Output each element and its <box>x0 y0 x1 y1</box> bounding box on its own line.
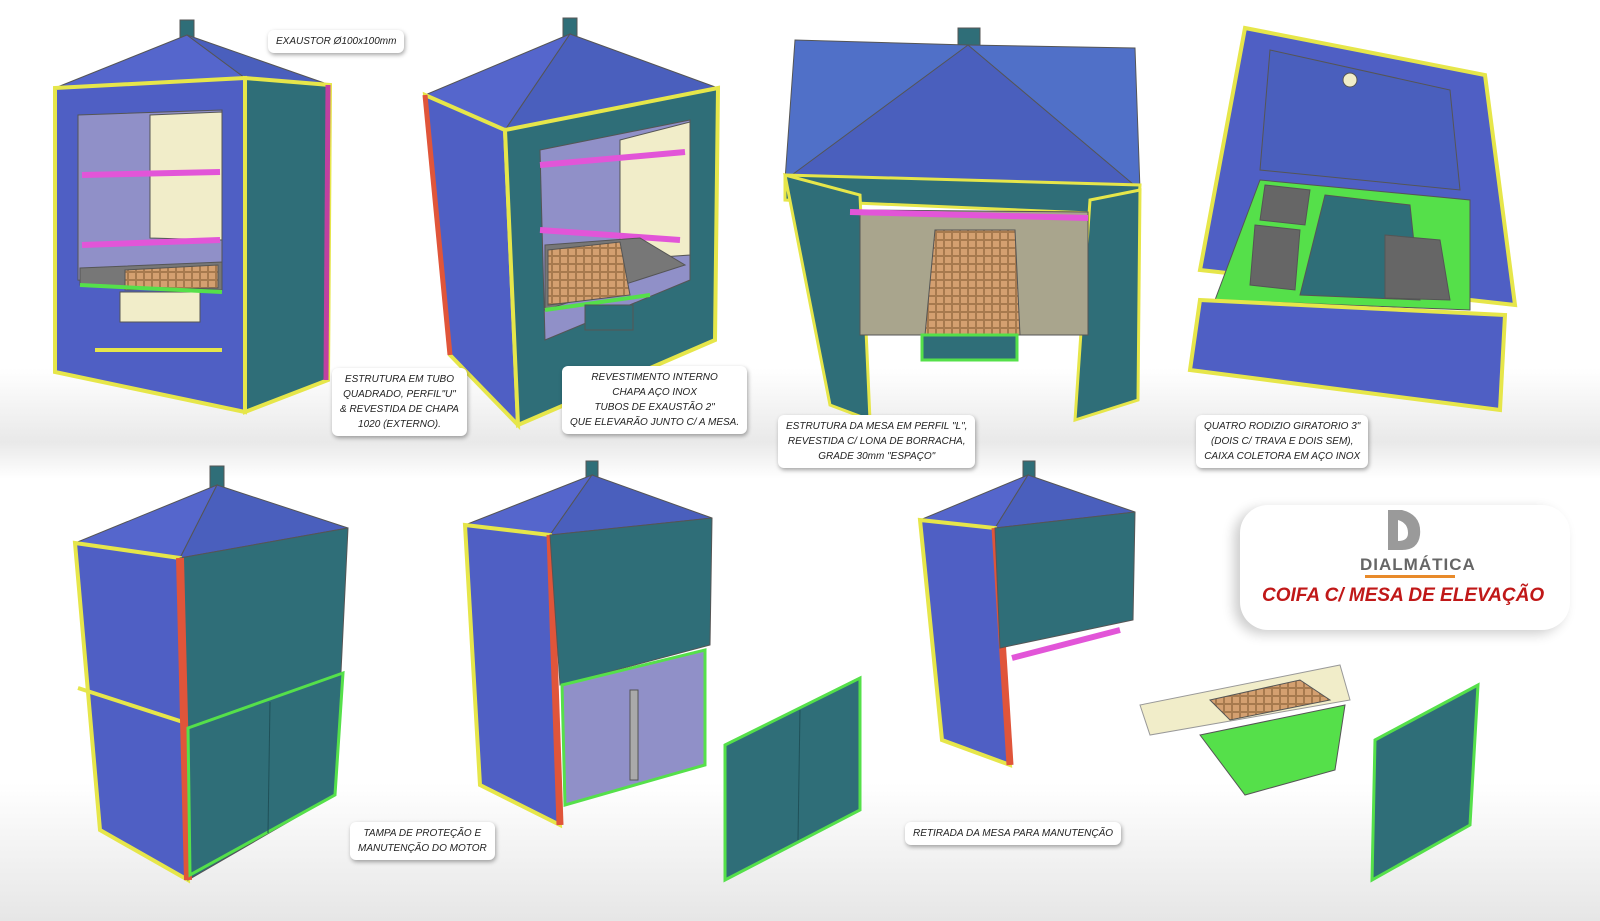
label-text: RETIRADA DA MESA PARA MANUTENÇÃO <box>913 828 1114 839</box>
label-line: ESTRUTURA EM TUBO <box>344 374 454 385</box>
brand-panel: DIALMÁTICA COIFA C/ MESA DE ELEVAÇÃO <box>1240 505 1570 630</box>
label-line: 1020 (EXTERNO). <box>358 419 441 430</box>
label-line: CAIXA COLETORA EM AÇO INOX <box>1204 451 1361 462</box>
label-line: TAMPA DE PROTEÇÃO E <box>363 828 482 839</box>
label-text: EXAUSTOR Ø100x100mm <box>276 36 397 47</box>
label-line: MANUTENÇÃO DO MOTOR <box>358 843 487 854</box>
label-line: REVESTIMENTO INTERNO <box>591 372 718 383</box>
label-rodizio: QUATRO RODIZIO GIRATORIO 3" (DOIS C/ TRA… <box>1196 415 1369 468</box>
brand-logo-icon <box>1388 510 1421 550</box>
brand-name: DIALMÁTICA <box>1360 555 1476 574</box>
label-retirada: RETIRADA DA MESA PARA MANUTENÇÃO <box>905 822 1122 845</box>
label-line: GRADE 30mm "ESPAÇO" <box>818 451 936 462</box>
label-revestimento: REVESTIMENTO INTERNO CHAPA AÇO INOX TUBO… <box>562 366 748 434</box>
cabinet-table-removed <box>917 460 1480 883</box>
brand-underline <box>1365 575 1455 578</box>
label-exaustor: EXAUSTOR Ø100x100mm <box>268 30 405 53</box>
label-line: REVESTIDA C/ LONA DE BORRACHA, <box>787 436 966 447</box>
cabinet-motor-cover-removed <box>462 460 862 883</box>
diagram-title: COIFA C/ MESA DE ELEVAÇÃO <box>1262 585 1545 606</box>
label-line: QUATRO RODIZIO GIRATORIO 3" <box>1204 421 1361 432</box>
cabinet-view-top <box>1187 25 1518 413</box>
cabinet-closed <box>72 465 349 884</box>
label-line: (DOIS C/ TRAVA E DOIS SEM), <box>1210 436 1354 447</box>
label-line: TUBOS DE EXAUSTÃO 2" <box>594 402 715 413</box>
label-line: & REVESTIDA DE CHAPA <box>340 404 459 415</box>
cabinet-view-front-table <box>783 27 1142 423</box>
label-line: QUADRADO, PERFIL"U" <box>343 389 456 400</box>
label-mesa: ESTRUTURA DA MESA EM PERFIL "L", REVESTI… <box>778 415 976 468</box>
label-line: CHAPA AÇO INOX <box>612 387 697 398</box>
cabinet-view-interior <box>422 17 721 431</box>
cabinet-view-open-front <box>53 19 333 415</box>
label-line: ESTRUTURA DA MESA EM PERFIL "L", <box>786 421 968 432</box>
label-line: QUE ELEVARÃO JUNTO C/ A MESA. <box>570 417 740 428</box>
label-estrutura: ESTRUTURA EM TUBO QUADRADO, PERFIL"U" & … <box>332 368 467 436</box>
label-tampa: TAMPA DE PROTEÇÃO E MANUTENÇÃO DO MOTOR <box>350 822 495 860</box>
